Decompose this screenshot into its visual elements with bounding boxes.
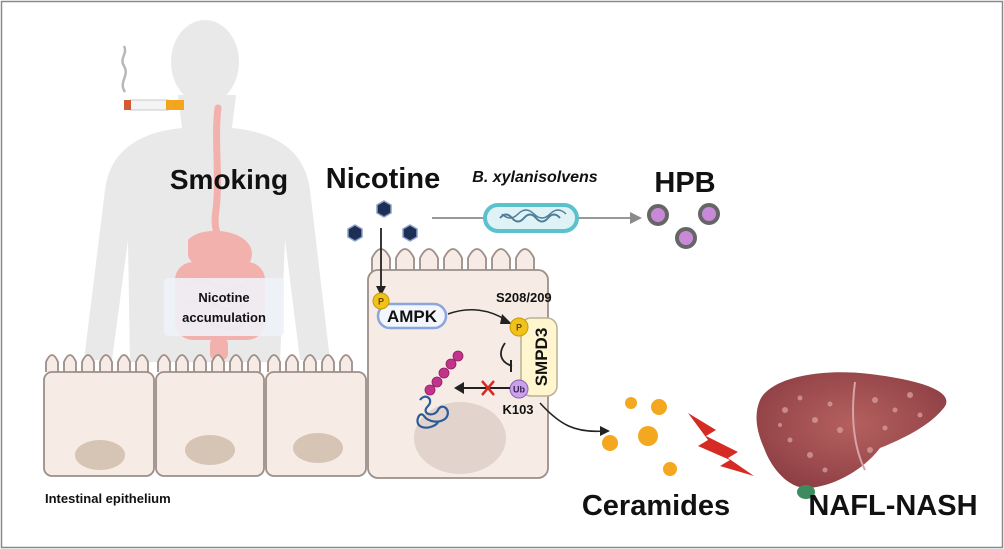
nicotine-molecule-icon: [347, 200, 418, 242]
arrowhead: [600, 426, 610, 436]
site-label: S208/209: [496, 290, 552, 305]
nucleus: [75, 440, 125, 470]
nafl-nash-title: NAFL-NASH: [808, 490, 977, 522]
ceramide-particles: [602, 397, 677, 476]
intestinal-epithelium: [43, 354, 367, 477]
ampk-label: AMPK: [387, 307, 438, 326]
hpb-title: HPB: [654, 167, 715, 199]
nucleus: [414, 402, 506, 474]
k103-label: K103: [502, 402, 533, 417]
phospho-label: P: [378, 297, 384, 307]
bacteria-label: B. xylanisolvens: [472, 169, 597, 186]
nucleus: [185, 435, 235, 465]
arrowhead: [376, 286, 386, 296]
accumulation-label-line2: accumulation: [182, 310, 266, 325]
arrowhead: [500, 314, 512, 324]
protein-icon: [416, 395, 449, 429]
cigarette-icon: [121, 45, 184, 111]
ampk-box: [376, 302, 448, 330]
arrowhead: [630, 212, 642, 224]
phospho-marker: [509, 317, 529, 337]
nicotine-title: Nicotine: [326, 163, 440, 195]
ceramide-arrow: [539, 402, 605, 433]
phospho-label: P: [516, 323, 522, 333]
phospho-marker: [372, 292, 390, 310]
smpd3-label: SMPD3: [532, 328, 551, 387]
ubiquitin-chain-icon: [424, 350, 464, 396]
accumulation-box: [164, 278, 284, 336]
bacterium-icon: [483, 203, 579, 233]
smoking-title: Smoking: [170, 164, 288, 195]
ubiquitin-label: Ub: [513, 385, 525, 395]
accumulation-label-line1: Nicotine: [198, 290, 249, 305]
hpb-particles: [647, 203, 720, 249]
inhibition-arc: [500, 342, 513, 367]
liver-icon: [756, 372, 947, 499]
epithelium-label: Intestinal epithelium: [45, 491, 171, 506]
blocked-x-icon: [481, 380, 495, 396]
nucleus: [293, 433, 343, 463]
lightning-icon: [688, 413, 754, 476]
smpd3-box: [520, 317, 558, 397]
arrowhead: [454, 382, 464, 394]
ceramides-title: Ceramides: [582, 490, 730, 522]
